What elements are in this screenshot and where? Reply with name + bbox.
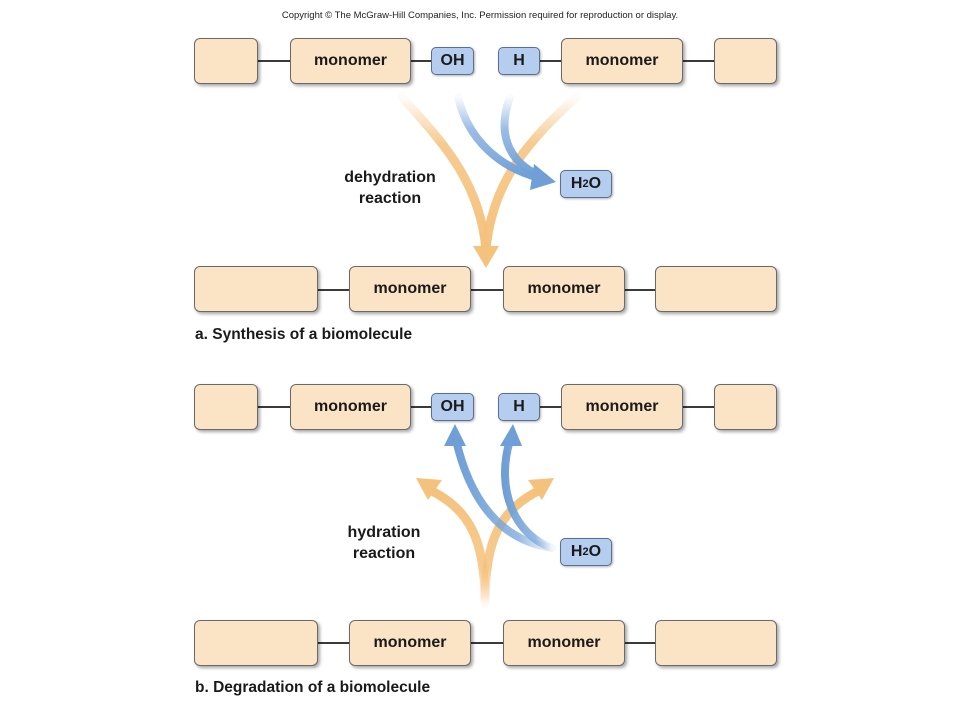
dehydration-blue-arrow (454, 93, 556, 190)
chain-end-block (655, 620, 777, 666)
monomer-block: monomer (349, 620, 471, 666)
bond-line (624, 289, 658, 291)
hydroxyl-group: OH (431, 393, 474, 421)
synthesis-caption: a. Synthesis of a biomolecule (195, 326, 413, 343)
dehydration-reaction-label: dehydration reaction (344, 169, 436, 207)
degradation-caption: b. Degradation of a biomolecule (195, 679, 431, 696)
chain-end-block (655, 266, 777, 312)
bond-line (257, 406, 291, 408)
monomer-block: monomer (290, 384, 411, 430)
chain-end-block (194, 266, 318, 312)
monomer-block: monomer (349, 266, 471, 312)
hydroxyl-group: OH (431, 47, 474, 75)
monomer-block: monomer (561, 38, 683, 84)
chain-end-block (194, 384, 258, 430)
bond-line (682, 60, 716, 62)
bond-line (624, 642, 658, 644)
monomer-block: monomer (503, 620, 625, 666)
monomer-block: monomer (290, 38, 411, 84)
bond-line (410, 406, 432, 408)
bond-line (470, 289, 506, 291)
copyright-notice: Copyright © The McGraw-Hill Companies, I… (281, 10, 679, 21)
chain-end-block (194, 620, 318, 666)
monomer-block: monomer (503, 266, 625, 312)
chain-end-block (194, 38, 258, 84)
bond-line (682, 406, 716, 408)
chain-end-block (714, 384, 777, 430)
bond-line (317, 642, 351, 644)
bond-line (317, 289, 351, 291)
bond-line (539, 60, 563, 62)
bond-line (257, 60, 291, 62)
hydration-blue-arrow (444, 424, 556, 552)
bond-line (470, 642, 506, 644)
hydration-orange-arrow (416, 478, 554, 608)
bond-line (539, 406, 563, 408)
chain-end-block (714, 38, 777, 84)
monomer-block: monomer (561, 384, 683, 430)
hydrogen-group: H (498, 47, 540, 75)
hydration-reaction-label: hydration reaction (347, 524, 421, 562)
hydrogen-group: H (498, 393, 540, 421)
bond-line (410, 60, 432, 62)
